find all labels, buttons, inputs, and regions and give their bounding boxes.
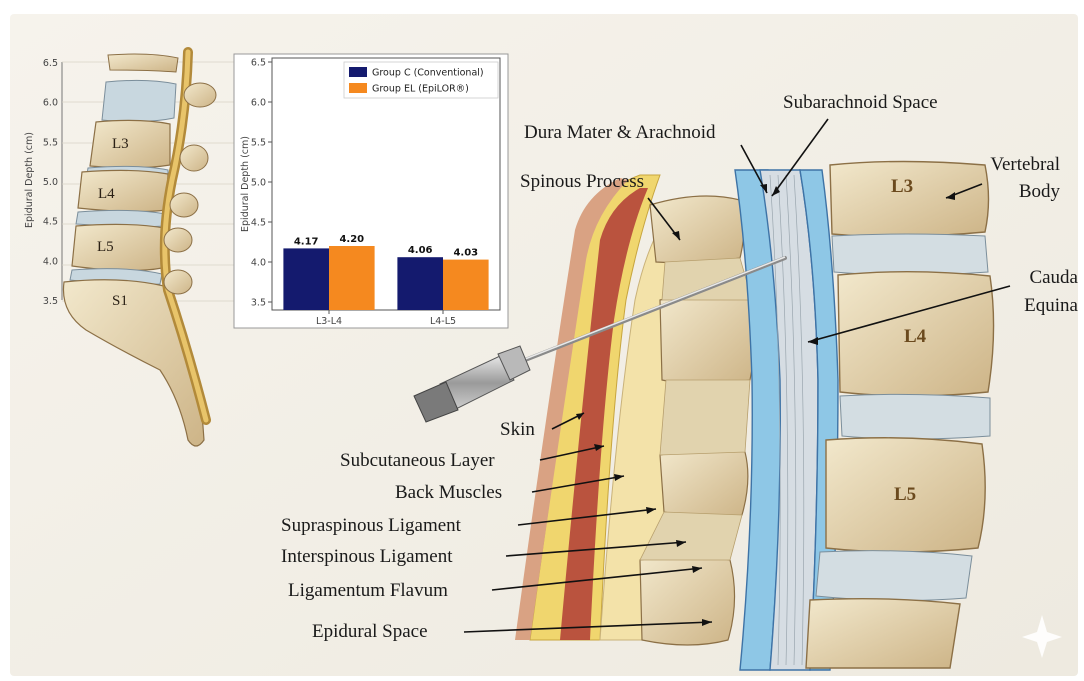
bar-data-label: 4.17 — [294, 236, 319, 247]
bar-data-label: 4.20 — [339, 234, 364, 245]
bar-data-label: 4.06 — [408, 245, 433, 256]
y-tick-label: 3.5 — [251, 298, 266, 309]
bar-chart: Epidural Depth (cm) 6.5 6.0 5.5 5.0 4.5 4.0 3.… — [232, 52, 510, 330]
label-subcutaneous-layer: Subcutaneous Layer — [340, 451, 495, 470]
y-tick-label: 6.5 — [251, 58, 266, 69]
left-axis-tick-label: 5.5 — [43, 137, 58, 148]
y-tick-label: 5.0 — [251, 178, 266, 189]
left-axis-tick-label: 6.0 — [43, 98, 58, 109]
y-tick-label: 5.5 — [251, 138, 266, 149]
label-subarachnoid-space: Subarachnoid Space — [783, 93, 938, 112]
y-tick-label: 4.5 — [251, 218, 266, 229]
legend-label-group-c: Group C (Conventional) — [372, 68, 484, 79]
label-back-muscles: Back Muscles — [395, 483, 502, 502]
left-axis-title: Epidural Depth (cm) — [24, 132, 35, 228]
left-spine-label-l5: L5 — [97, 239, 114, 256]
label-body: Body — [975, 182, 1060, 201]
left-axis-tick-label: 3.5 — [43, 296, 58, 307]
bar-data-label: 4.03 — [453, 248, 478, 259]
left-spine-label-l3: L3 — [112, 136, 129, 153]
vertebra-label-l4: L4 — [904, 326, 926, 348]
label-vertebral: Vertebral — [975, 155, 1060, 174]
label-epidural-space: Epidural Space — [312, 622, 428, 641]
left-axis-tick-label: 5.0 — [43, 177, 58, 188]
left-axis-tick-label: 4.0 — [43, 256, 58, 267]
left-spine-axis: Epidural Depth (cm) 6.5 6.0 5.5 5.0 4.5 4.0 3.… — [14, 50, 74, 310]
x-tick-label: L4-L5 — [430, 316, 456, 327]
left-axis-tick-label: 6.5 — [43, 58, 58, 69]
y-tick-label: 6.0 — [251, 98, 266, 109]
label-ligamentum-flavum: Ligamentum Flavum — [288, 581, 448, 600]
left-spine-label-s1: S1 — [112, 293, 128, 310]
label-supraspinous-ligament: Supraspinous Ligament — [281, 516, 461, 535]
y-tick-label: 4.0 — [251, 258, 266, 269]
left-axis-tick-label: 4.5 — [43, 217, 58, 228]
legend-swatch-group-c — [349, 67, 367, 77]
x-tick-label: L3-L4 — [316, 316, 342, 327]
legend-label-group-el: Group EL (EpiLOR®) — [372, 84, 469, 95]
chart-y-axis-title: Epidural Depth (cm) — [240, 136, 251, 232]
left-spine-label-l4: L4 — [98, 186, 115, 203]
bar-l4-l5-series-0 — [397, 257, 443, 310]
label-spinous-process: Spinous Process — [520, 172, 644, 191]
label-skin: Skin — [500, 420, 535, 439]
label-cauda: Cauda — [975, 268, 1078, 287]
legend-swatch-group-el — [349, 83, 367, 93]
label-interspinous-ligament: Interspinous Ligament — [281, 547, 453, 566]
label-dura-mater-arachnoid: Dura Mater & Arachnoid — [524, 123, 716, 142]
label-equina: Equina — [975, 296, 1078, 315]
bar-l3-l4-series-0 — [283, 248, 329, 310]
bar-l4-l5-series-1 — [443, 260, 489, 310]
chart-legend: Group C (Conventional) Group EL (EpiLOR®… — [344, 62, 498, 98]
bar-l3-l4-series-1 — [329, 246, 375, 310]
vertebra-label-l3: L3 — [891, 176, 913, 198]
vertebra-label-l5: L5 — [894, 484, 916, 506]
